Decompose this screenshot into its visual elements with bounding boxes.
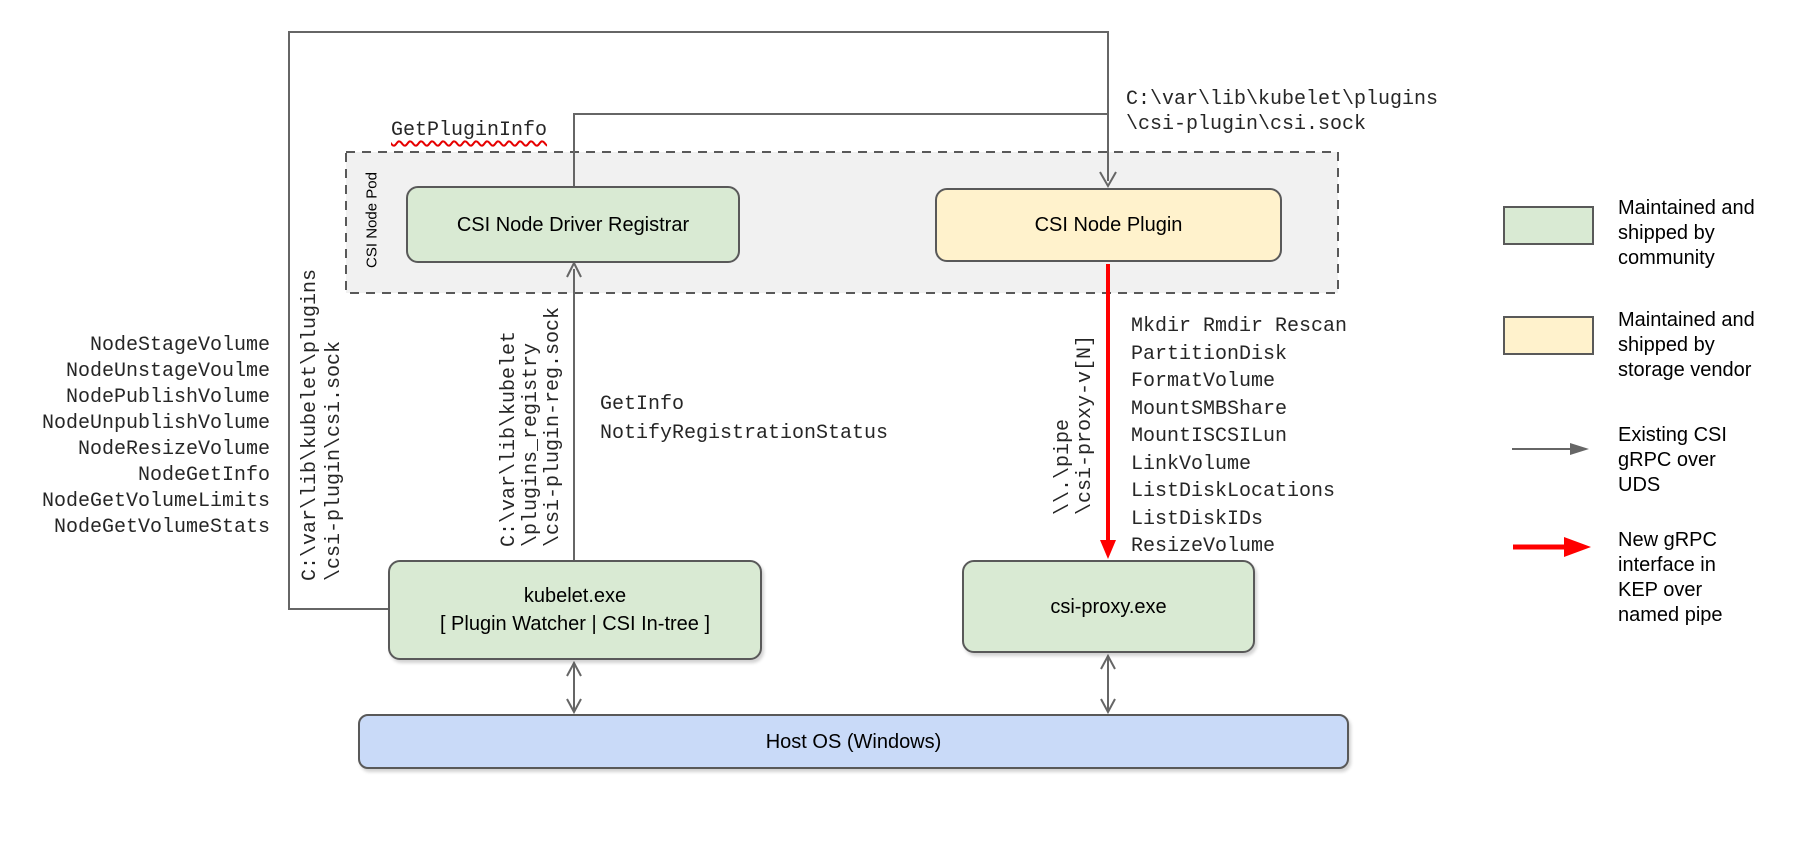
csi-proxy-box: csi-proxy.exe — [962, 560, 1255, 653]
legend-swatch-vendor — [1503, 316, 1594, 355]
csi-sock-path-top-label: C:\var\lib\kubelet\plugins \csi-plugin\c… — [1126, 88, 1439, 136]
registrar-arrowhead — [566, 260, 582, 278]
pipe-path-label: \\.\pipe \csi-proxy-v[N] — [1052, 334, 1097, 516]
host-os-box: Host OS (Windows) — [358, 714, 1349, 769]
plugin-label: CSI Node Plugin — [1034, 214, 1183, 236]
registration-sock-path-label: C:\var\lib\kubelet \plugins_registry \cs… — [498, 306, 565, 548]
kubelet-to-plugin-line — [288, 31, 1109, 610]
plugin-box: CSI Node Plugin — [935, 188, 1282, 262]
pod-label: CSI Node Pod — [363, 172, 381, 268]
proxy-host-up-arrowhead — [1100, 653, 1116, 670]
legend-label-new-grpc: New gRPC interface in KEP over named pip… — [1618, 529, 1723, 626]
registrar-label: CSI Node Driver Registrar — [456, 213, 690, 236]
registrar-box: CSI Node Driver Registrar — [406, 186, 740, 263]
legend-swatch-community — [1503, 206, 1594, 245]
legend-red-arrowhead — [1564, 537, 1591, 557]
csi-sock-path-left-label: C:\var\lib\kubelet\plugins \csi-plugin\c… — [299, 268, 346, 582]
kubelet-host-up-arrowhead — [566, 660, 582, 677]
host-os-label: Host OS (Windows) — [765, 730, 942, 753]
get-plugin-info-label: GetPluginInfo — [391, 119, 548, 142]
proxy-methods-list: Mkdir Rmdir Rescan PartitionDisk FormatV… — [1131, 315, 1348, 558]
kubelet-box: kubelet.exe [ Plugin Watcher | CSI In-tr… — [388, 560, 762, 660]
legend-gray-arrowhead — [1570, 443, 1589, 455]
plugin-to-proxy-red-arrowhead — [1100, 540, 1116, 559]
legend-label-vendor: Maintained and shipped by storage vendor — [1618, 309, 1755, 381]
proxy-host-down-arrowhead — [1100, 698, 1116, 715]
kubelet-host-down-arrowhead — [566, 698, 582, 715]
node-methods-list: NodeStageVolume NodeUnstageVoulme NodePu… — [41, 334, 270, 539]
csi-proxy-label: csi-proxy.exe — [1050, 595, 1167, 618]
registration-methods-list: GetInfo NotifyRegistrationStatus — [600, 393, 889, 445]
getplugininfo-line — [573, 113, 1107, 186]
plugin-arrowhead — [1099, 171, 1117, 189]
legend-label-existing-grpc: Existing CSI gRPC over UDS — [1618, 424, 1727, 496]
legend-label-community: Maintained and shipped by community — [1618, 197, 1755, 269]
kubelet-label: kubelet.exe [ Plugin Watcher | CSI In-tr… — [439, 585, 711, 635]
